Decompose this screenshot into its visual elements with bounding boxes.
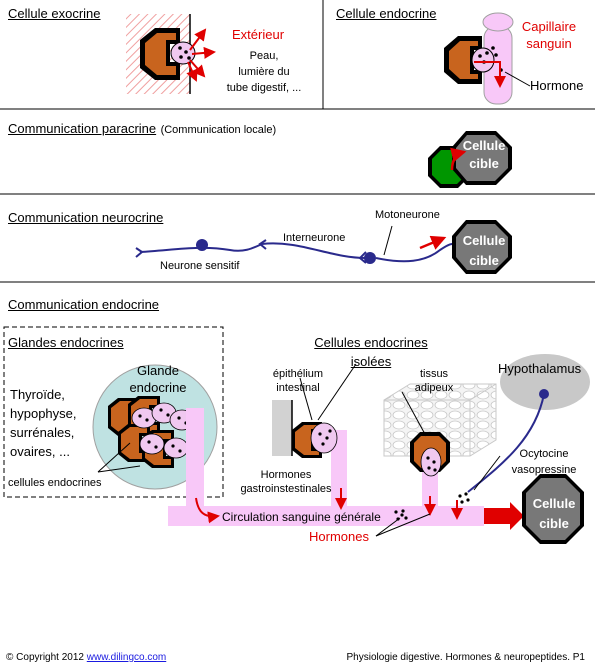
epithelium-cell (295, 425, 319, 455)
hormones-gi-line-2: gastroinstestinales (240, 483, 332, 495)
endocrine-cell (449, 41, 478, 79)
paracrine-target-cell (456, 135, 508, 181)
tissus-line-1: tissus (419, 368, 449, 380)
neurone-sensitif-label: Neurone sensitif (160, 260, 240, 272)
capillaire-line-2: sanguin (526, 36, 572, 51)
endocrine-cell-title: Cellule endocrine (336, 6, 437, 21)
motoneurone-label: Motoneurone (375, 209, 440, 221)
adipose-vessel (422, 470, 438, 508)
copyright-symbol: © (6, 652, 14, 663)
footer-left: © Copyright 2012 www.dilingco.com (6, 653, 166, 663)
exocrine-title: Cellule exocrine (8, 6, 101, 21)
glandes-title: Glandes endocrines (8, 335, 124, 350)
paracrine-target-label: Cellule cible (456, 137, 512, 173)
exocrine-cell (145, 33, 176, 75)
circulation-band (168, 506, 484, 526)
secretion-arrow (189, 59, 206, 78)
adipose-tissue (383, 383, 497, 457)
footer-link[interactable]: www.dilingco.com (86, 652, 167, 663)
tissus-line-2: adipeux (414, 382, 454, 394)
secretion-arrow (186, 61, 198, 82)
ocytocine-line-1: Ocytocine (519, 448, 569, 460)
epithelium-line-2: intestinal (276, 382, 320, 394)
endocrine-target-line-2: cible (539, 516, 569, 531)
hormones-label: Hormones (309, 529, 369, 544)
endocrine-target-label: Cellule cible (524, 494, 584, 534)
motoneurone-body (364, 252, 376, 264)
surface-label: Peau, lumière du tube digestif, ... (224, 48, 304, 96)
secretion-arrow (189, 28, 207, 51)
paracrine-title-row: Communication paracrine (Communication l… (8, 121, 276, 137)
hormone-label: Hormone (530, 78, 584, 93)
glandes-item-4: ovaires, ... (10, 444, 70, 459)
paracrine-target-line-2: cible (469, 156, 499, 171)
neurocrine-arrow (419, 235, 447, 250)
glande-line-1: Glande (137, 363, 179, 378)
glandes-item-3: surrénales, (10, 425, 75, 440)
surface-line-3: tube digestif, ... (226, 82, 302, 94)
paracrine-title: Communication paracrine (8, 121, 157, 136)
cellules-endocrines-label: cellules endocrines (8, 477, 102, 489)
capillary-top (482, 12, 514, 32)
glandes-item-2: hypophyse, (10, 406, 77, 421)
isolees-line-1: Cellules endocrines (314, 335, 428, 350)
endocrine-comm-title: Communication endocrine (8, 297, 160, 312)
hypothalamus-label: Hypothalamus (498, 361, 582, 376)
interneurone-label: Interneurone (283, 232, 346, 244)
secretion-arrow (191, 46, 216, 59)
paracrine-arrow (450, 147, 467, 171)
hormones-gi-line-1: Hormones (260, 469, 312, 481)
hormone-pointer (504, 71, 531, 87)
gland-vessel (186, 408, 204, 508)
motoneurone (375, 243, 453, 263)
endocrine-cell-diagram (444, 12, 531, 105)
neurone-sensitif-body (196, 239, 208, 251)
epithelium-vessel (331, 430, 347, 508)
endocrine-comm-diagram (3, 326, 590, 544)
capillaire-line-1: Capillaire (521, 19, 577, 34)
neurocrine-target-line-2: cible (469, 253, 499, 268)
ocytocine-line-2: vasopressine (511, 464, 577, 476)
neurocrine-title: Communication neurocrine (8, 210, 164, 225)
isolees-label: Cellules endocrines isolées (296, 333, 446, 371)
glandes-box (3, 326, 224, 498)
circulation-label: Circulation sanguine générale (222, 510, 381, 524)
epithelium-line-1: épithélium (272, 368, 324, 380)
gland-arrow (195, 497, 220, 524)
isolees-line-2: isolées (350, 354, 392, 369)
footer-right: Physiologie digestive. Hormones & neurop… (346, 652, 585, 663)
endocrine-nucleus (471, 47, 495, 73)
neurocrine-target-cell (456, 224, 508, 270)
epithelium-label: épithélium intestinal (263, 367, 333, 395)
endocrine-target-cell (526, 478, 580, 540)
glande-line-2: endocrine (129, 380, 187, 395)
neurone-sensitif (139, 243, 263, 253)
glandes-item-1: Thyroïde, (10, 387, 65, 402)
copyright-text: Copyright 2012 (16, 652, 84, 663)
neurocrine-target-line-1: Cellule (462, 233, 506, 248)
surface-line-1: Peau, (249, 50, 279, 62)
surface-line-2: lumière du (238, 66, 290, 78)
hormones-gi-label: Hormones gastroinstestinales (226, 468, 346, 496)
neurocrine-target-label: Cellule cible (456, 231, 512, 271)
big-arrow (484, 502, 524, 530)
hypothalamus-shape (500, 354, 590, 410)
tissus-label: tissus adipeux (404, 367, 464, 395)
capillaire-label: Capillaire sanguin (508, 18, 590, 52)
interneurone (261, 242, 367, 259)
glandes-list: Thyroïde, hypophyse, surrénales, ovaires… (10, 385, 77, 461)
paracrine-diagram (428, 131, 512, 188)
hormone-arrow (474, 61, 506, 88)
epithelium-tissue (272, 400, 292, 456)
neurocrine-diagram (135, 220, 512, 274)
exocrine-cell-diagram (126, 14, 216, 94)
exterieur-label: Extérieur (232, 27, 285, 42)
paracrine-target-line-1: Cellule (462, 138, 506, 153)
ocytocine-label: Ocytocine vasopressine (504, 446, 584, 478)
glande-label: Glande endocrine (118, 362, 198, 396)
paracrine-subtitle: (Communication locale) (160, 124, 277, 136)
endocrine-target-line-1: Cellule (532, 496, 576, 511)
